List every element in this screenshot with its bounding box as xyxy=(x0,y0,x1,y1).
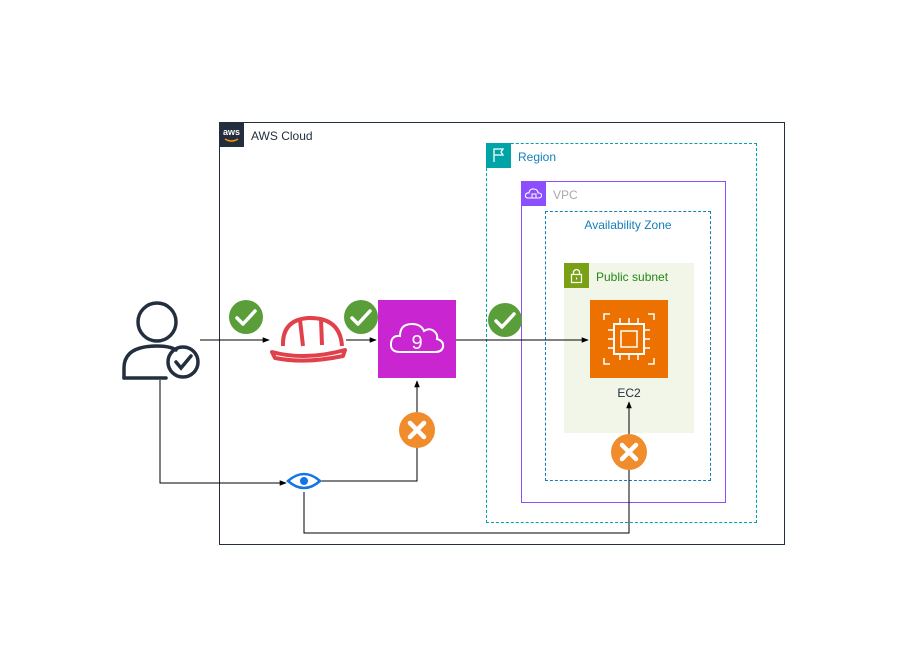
vpc-cloud-icon xyxy=(521,181,546,206)
eye-icon xyxy=(286,472,322,490)
aws-cloud-label: AWS Cloud xyxy=(251,129,313,143)
availability-zone-group xyxy=(545,211,711,481)
lock-icon xyxy=(564,263,589,288)
check-icon xyxy=(229,300,263,334)
check-icon xyxy=(488,303,522,337)
availability-zone-label: Availability Zone xyxy=(584,218,672,232)
public-subnet-label: Public subnet xyxy=(596,270,669,284)
cross-icon xyxy=(399,412,435,448)
svg-text:aws: aws xyxy=(223,127,240,137)
svg-text:9: 9 xyxy=(411,332,422,354)
region-label: Region xyxy=(518,150,557,164)
cross-icon xyxy=(611,434,647,470)
arrow-eye-to-ec2 xyxy=(303,401,632,534)
cloud9-icon: 9 xyxy=(378,300,456,378)
region-group xyxy=(486,143,757,523)
vpc-group xyxy=(521,181,726,503)
ec2-instance-icon xyxy=(590,300,668,378)
helmet-icon xyxy=(270,315,347,363)
aws-cloud-group xyxy=(219,122,785,545)
user-check-icon xyxy=(122,301,200,380)
check-icon xyxy=(344,300,378,334)
aws-logo-icon: aws xyxy=(219,122,244,147)
arrow-user-to-eye xyxy=(159,380,287,486)
ec2-label: EC2 xyxy=(617,386,641,400)
vpc-label: VPC xyxy=(553,188,578,202)
region-flag-icon xyxy=(486,143,511,168)
